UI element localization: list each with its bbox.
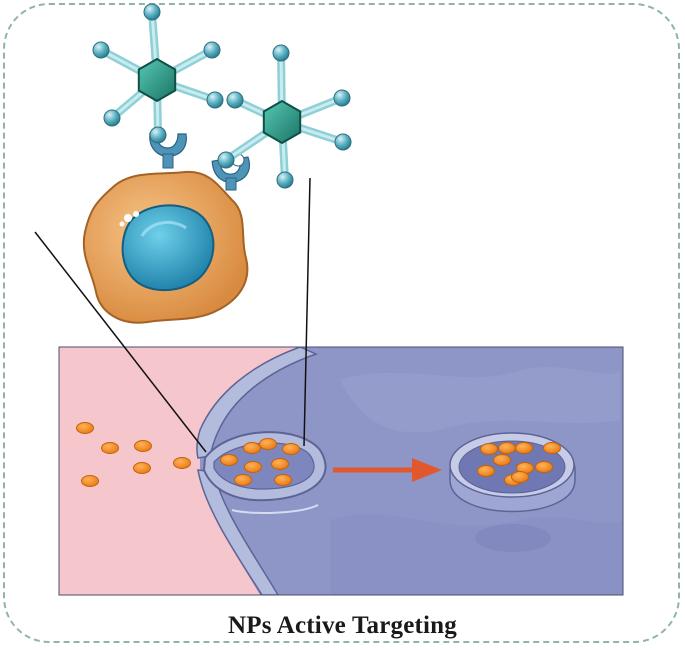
nucleus-icon (121, 204, 215, 292)
transport-arrow-icon (333, 458, 442, 482)
pointer-line-cell (34, 231, 207, 453)
nanoparticle-icon (173, 457, 191, 469)
nanoparticle-icon (274, 474, 292, 486)
nanoparticle-icon (493, 454, 511, 466)
diagram-frame (3, 3, 680, 643)
nanoparticle-icon (220, 454, 238, 466)
nanoparticle-icon (271, 458, 289, 470)
nanoparticle-icon (543, 442, 561, 454)
target-cell-icon (82, 170, 249, 324)
nanoparticle-icon (511, 471, 529, 483)
nanoparticle-icon (535, 461, 553, 473)
extracellular-space (59, 347, 300, 595)
receptor-icon (149, 132, 187, 169)
nanoparticle-icon (259, 438, 277, 450)
nanoparticles-in-endosome (477, 442, 561, 486)
nanoparticle-icon (244, 461, 262, 473)
nanoparticle-icon (234, 474, 252, 486)
nanoparticle-icon (101, 442, 119, 454)
ligand-molecules (92, 3, 352, 189)
pointer-line-ligand (303, 177, 311, 447)
ligand-molecule-icon (217, 44, 352, 189)
nanoparticle-icon (477, 465, 495, 477)
nanoparticle-icon (282, 443, 300, 455)
nanoparticle-icon (76, 422, 94, 434)
nanoparticles (76, 422, 300, 487)
nanoparticle-icon (81, 475, 99, 487)
nanoparticle-icon (134, 440, 152, 452)
nanoparticle-icon (133, 462, 151, 474)
nanoparticle-icon (480, 443, 498, 455)
nanoparticle-icon (498, 442, 516, 454)
diagram-caption: NPs Active Targeting (228, 612, 457, 639)
nanoparticle-icon (243, 442, 261, 454)
nanoparticle-icon (515, 442, 533, 454)
ligand-molecule-icon (92, 3, 224, 144)
endosome-icon (449, 432, 576, 552)
